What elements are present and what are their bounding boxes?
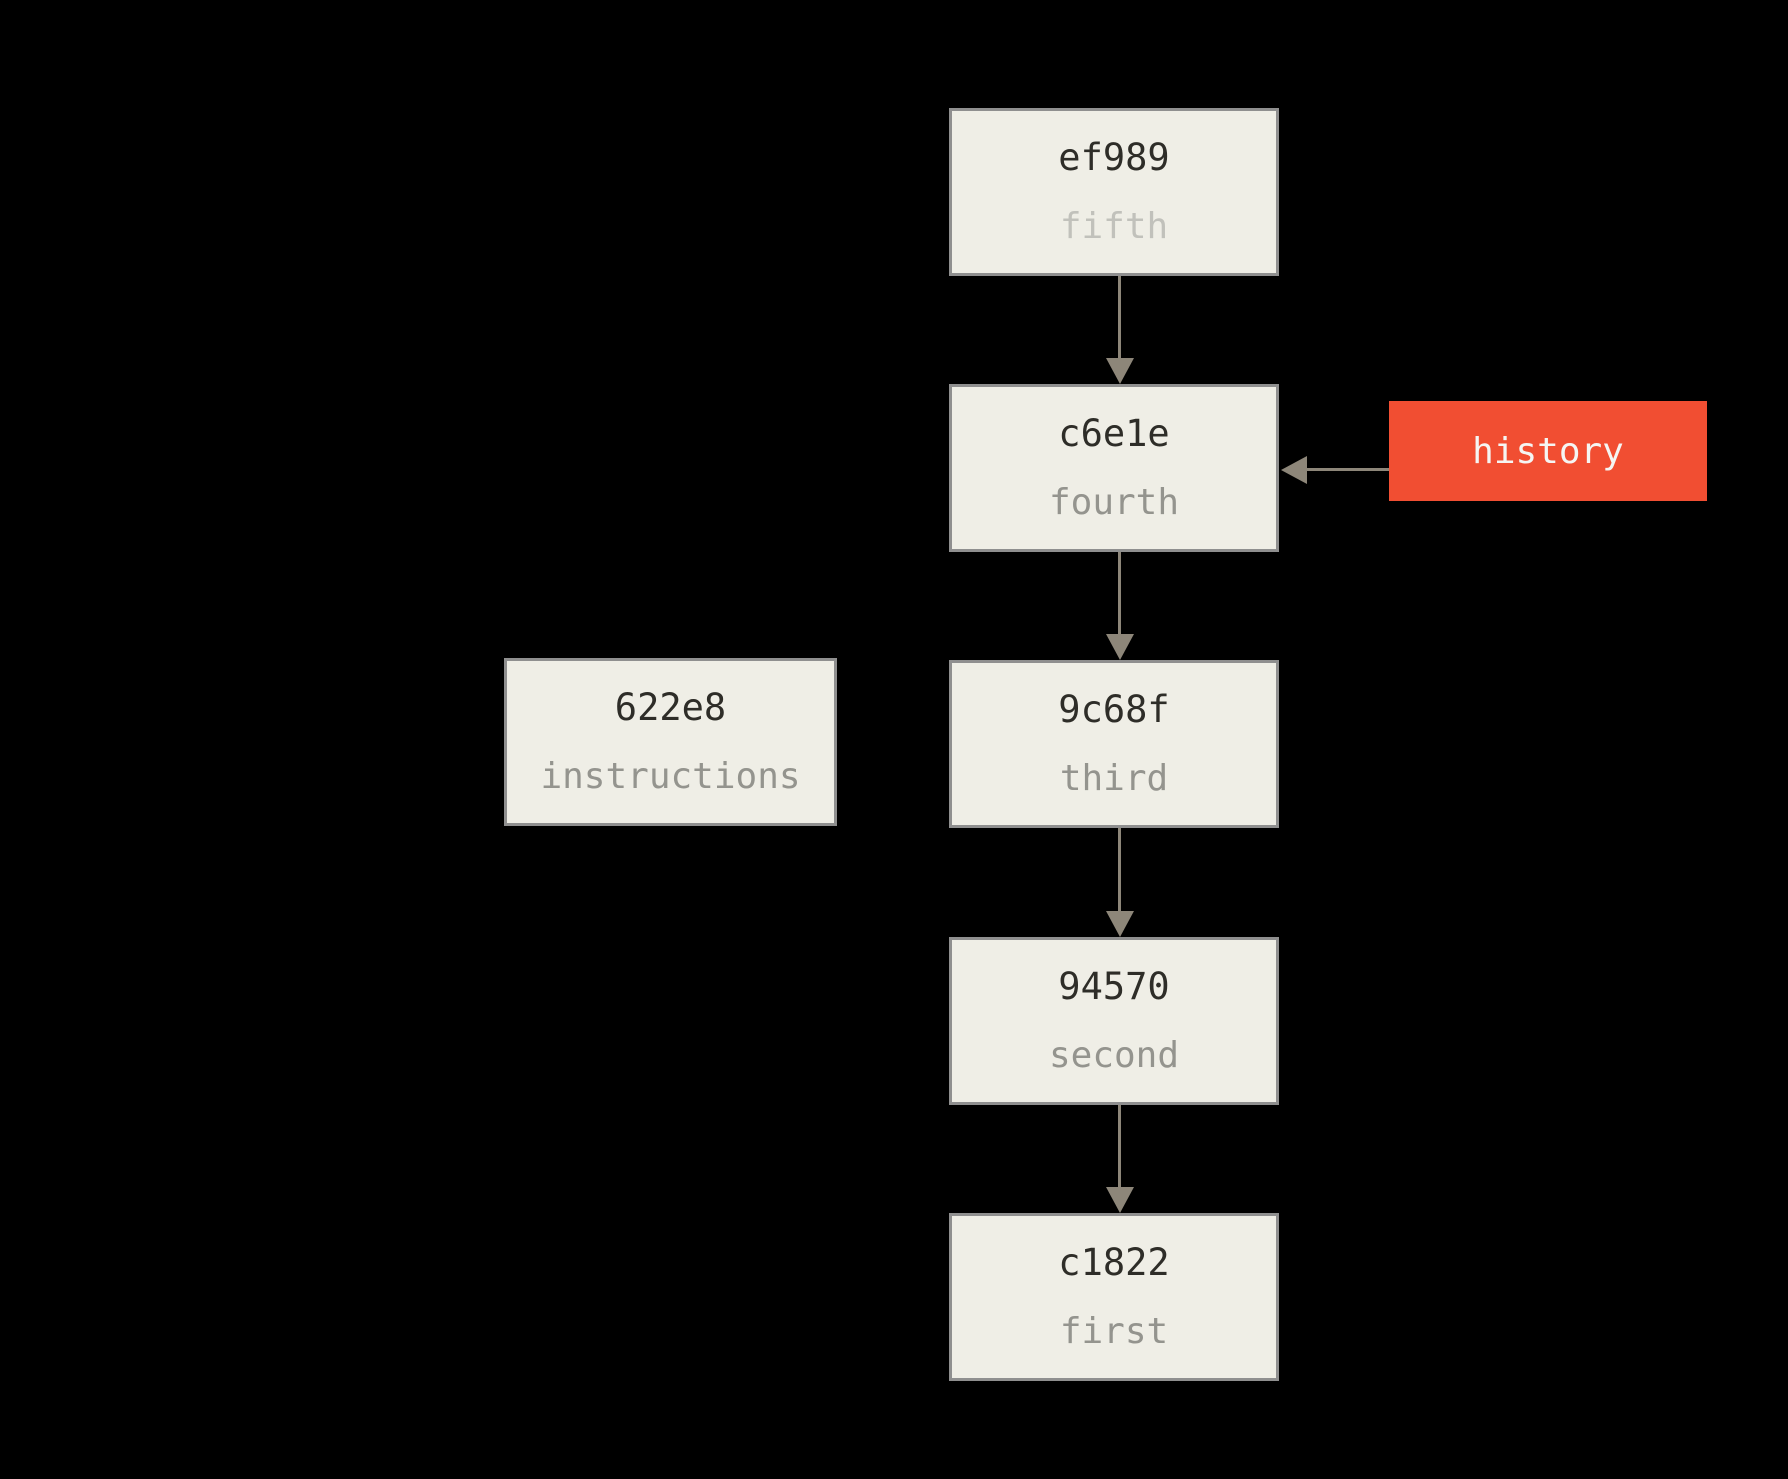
commit-hash: 622e8 (614, 686, 727, 729)
branch-label-text: history (1472, 430, 1624, 472)
commit-node-c1822: c1822 first (949, 1213, 1279, 1381)
commit-hash: c1822 (1058, 1241, 1170, 1284)
commit-node-ef989: ef989 fifth (949, 108, 1279, 276)
branch-pointer-shaft-history-c6e1e (1305, 468, 1389, 471)
commit-node-94570: 94570 second (949, 937, 1279, 1105)
commit-label: second (1048, 1035, 1180, 1076)
parent-arrow-shaft-94570-c1822 (1118, 1105, 1121, 1189)
commit-node-c6e1e: c6e1e fourth (949, 384, 1279, 552)
commit-label: third (1059, 758, 1169, 799)
parent-arrow-head-9c68f-94570 (1106, 911, 1134, 937)
commit-node-622e8: 622e8 instructions (504, 658, 837, 826)
commit-label: fourth (1048, 482, 1180, 523)
commit-node-9c68f: 9c68f third (949, 660, 1279, 828)
parent-arrow-head-c6e1e-9c68f (1106, 634, 1134, 660)
parent-arrow-shaft-ef989-c6e1e (1118, 276, 1121, 360)
commit-hash: 9c68f (1058, 688, 1170, 731)
parent-arrow-shaft-c6e1e-9c68f (1118, 552, 1121, 636)
parent-arrow-head-94570-c1822 (1106, 1187, 1134, 1213)
parent-arrow-shaft-9c68f-94570 (1118, 828, 1121, 913)
branch-label-history: history (1389, 401, 1707, 501)
commit-label: fifth (1059, 206, 1169, 247)
branch-pointer-head-history-c6e1e (1281, 456, 1307, 484)
commit-label: instructions (540, 756, 801, 797)
commit-hash: 94570 (1058, 965, 1170, 1008)
commit-hash: ef989 (1058, 136, 1170, 179)
parent-arrow-head-ef989-c6e1e (1106, 358, 1134, 384)
commit-label: first (1059, 1311, 1169, 1352)
commit-hash: c6e1e (1058, 412, 1170, 455)
